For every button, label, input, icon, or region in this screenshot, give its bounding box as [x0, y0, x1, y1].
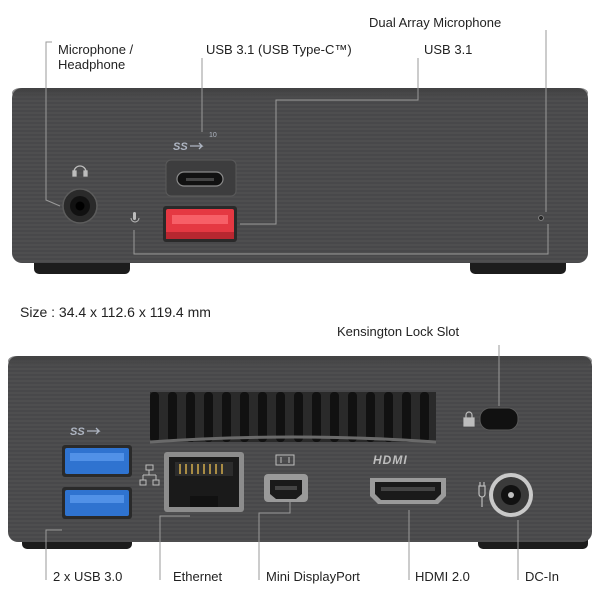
front-panel: SS 10 [12, 30, 588, 274]
label-dc-in: DC-In [525, 569, 559, 584]
label-ethernet: Ethernet [173, 569, 223, 584]
hdmi-icon: HDMI [373, 453, 408, 467]
label-dual-array-microphone: Dual Array Microphone [369, 15, 502, 30]
ethernet-port [164, 452, 244, 512]
mini-displayport-port [264, 474, 308, 502]
label-kensington-lock-slot: Kensington Lock Slot [337, 324, 460, 339]
hdmi-logo-text: HDMI [373, 453, 408, 467]
dc-power-icon [478, 482, 486, 507]
superspeed-usb-icon: SS [70, 426, 101, 438]
superspeed-usb-icon: SS 10 [173, 132, 217, 153]
usb31-red-port [163, 206, 237, 242]
label-usb31: USB 3.1 [424, 42, 473, 57]
ss-logo-text: SS [173, 141, 188, 153]
usb30-port-bottom [62, 487, 132, 519]
rear-panel: SS [8, 345, 592, 580]
label-hdmi: HDMI 2.0 [415, 569, 470, 584]
label-usb31-type-c: USB 3.1 (USB Type-C™) [206, 42, 352, 57]
headphone-icon [72, 165, 88, 177]
front-chassis [12, 88, 588, 263]
ss-logo-text-rear: SS [70, 426, 85, 438]
rear-leader-lines [45, 345, 519, 580]
size-dimensions: Size : 34.4 x 112.6 x 119.4 mm [20, 304, 211, 320]
label-mini-displayport: Mini DisplayPort [266, 569, 360, 584]
usb30-port-top [62, 445, 132, 477]
label-usb30: 2 x USB 3.0 [53, 569, 123, 584]
audio-jack [62, 188, 98, 224]
front-leader-lines [45, 30, 549, 255]
dc-in-jack [489, 473, 533, 517]
label-microphone-headphone: Microphone / Headphone [58, 42, 134, 72]
microphone-icon [130, 212, 140, 223]
kensington-lock-slot [479, 407, 519, 431]
vent-grille [149, 392, 437, 444]
mic-hole [538, 215, 544, 221]
type-c-superscript: 10 [209, 132, 217, 139]
usb-type-c-port [165, 159, 237, 197]
mini-displayport-icon [275, 454, 295, 466]
network-icon [139, 464, 160, 486]
hdmi-port [370, 478, 446, 504]
lock-icon [463, 411, 475, 427]
